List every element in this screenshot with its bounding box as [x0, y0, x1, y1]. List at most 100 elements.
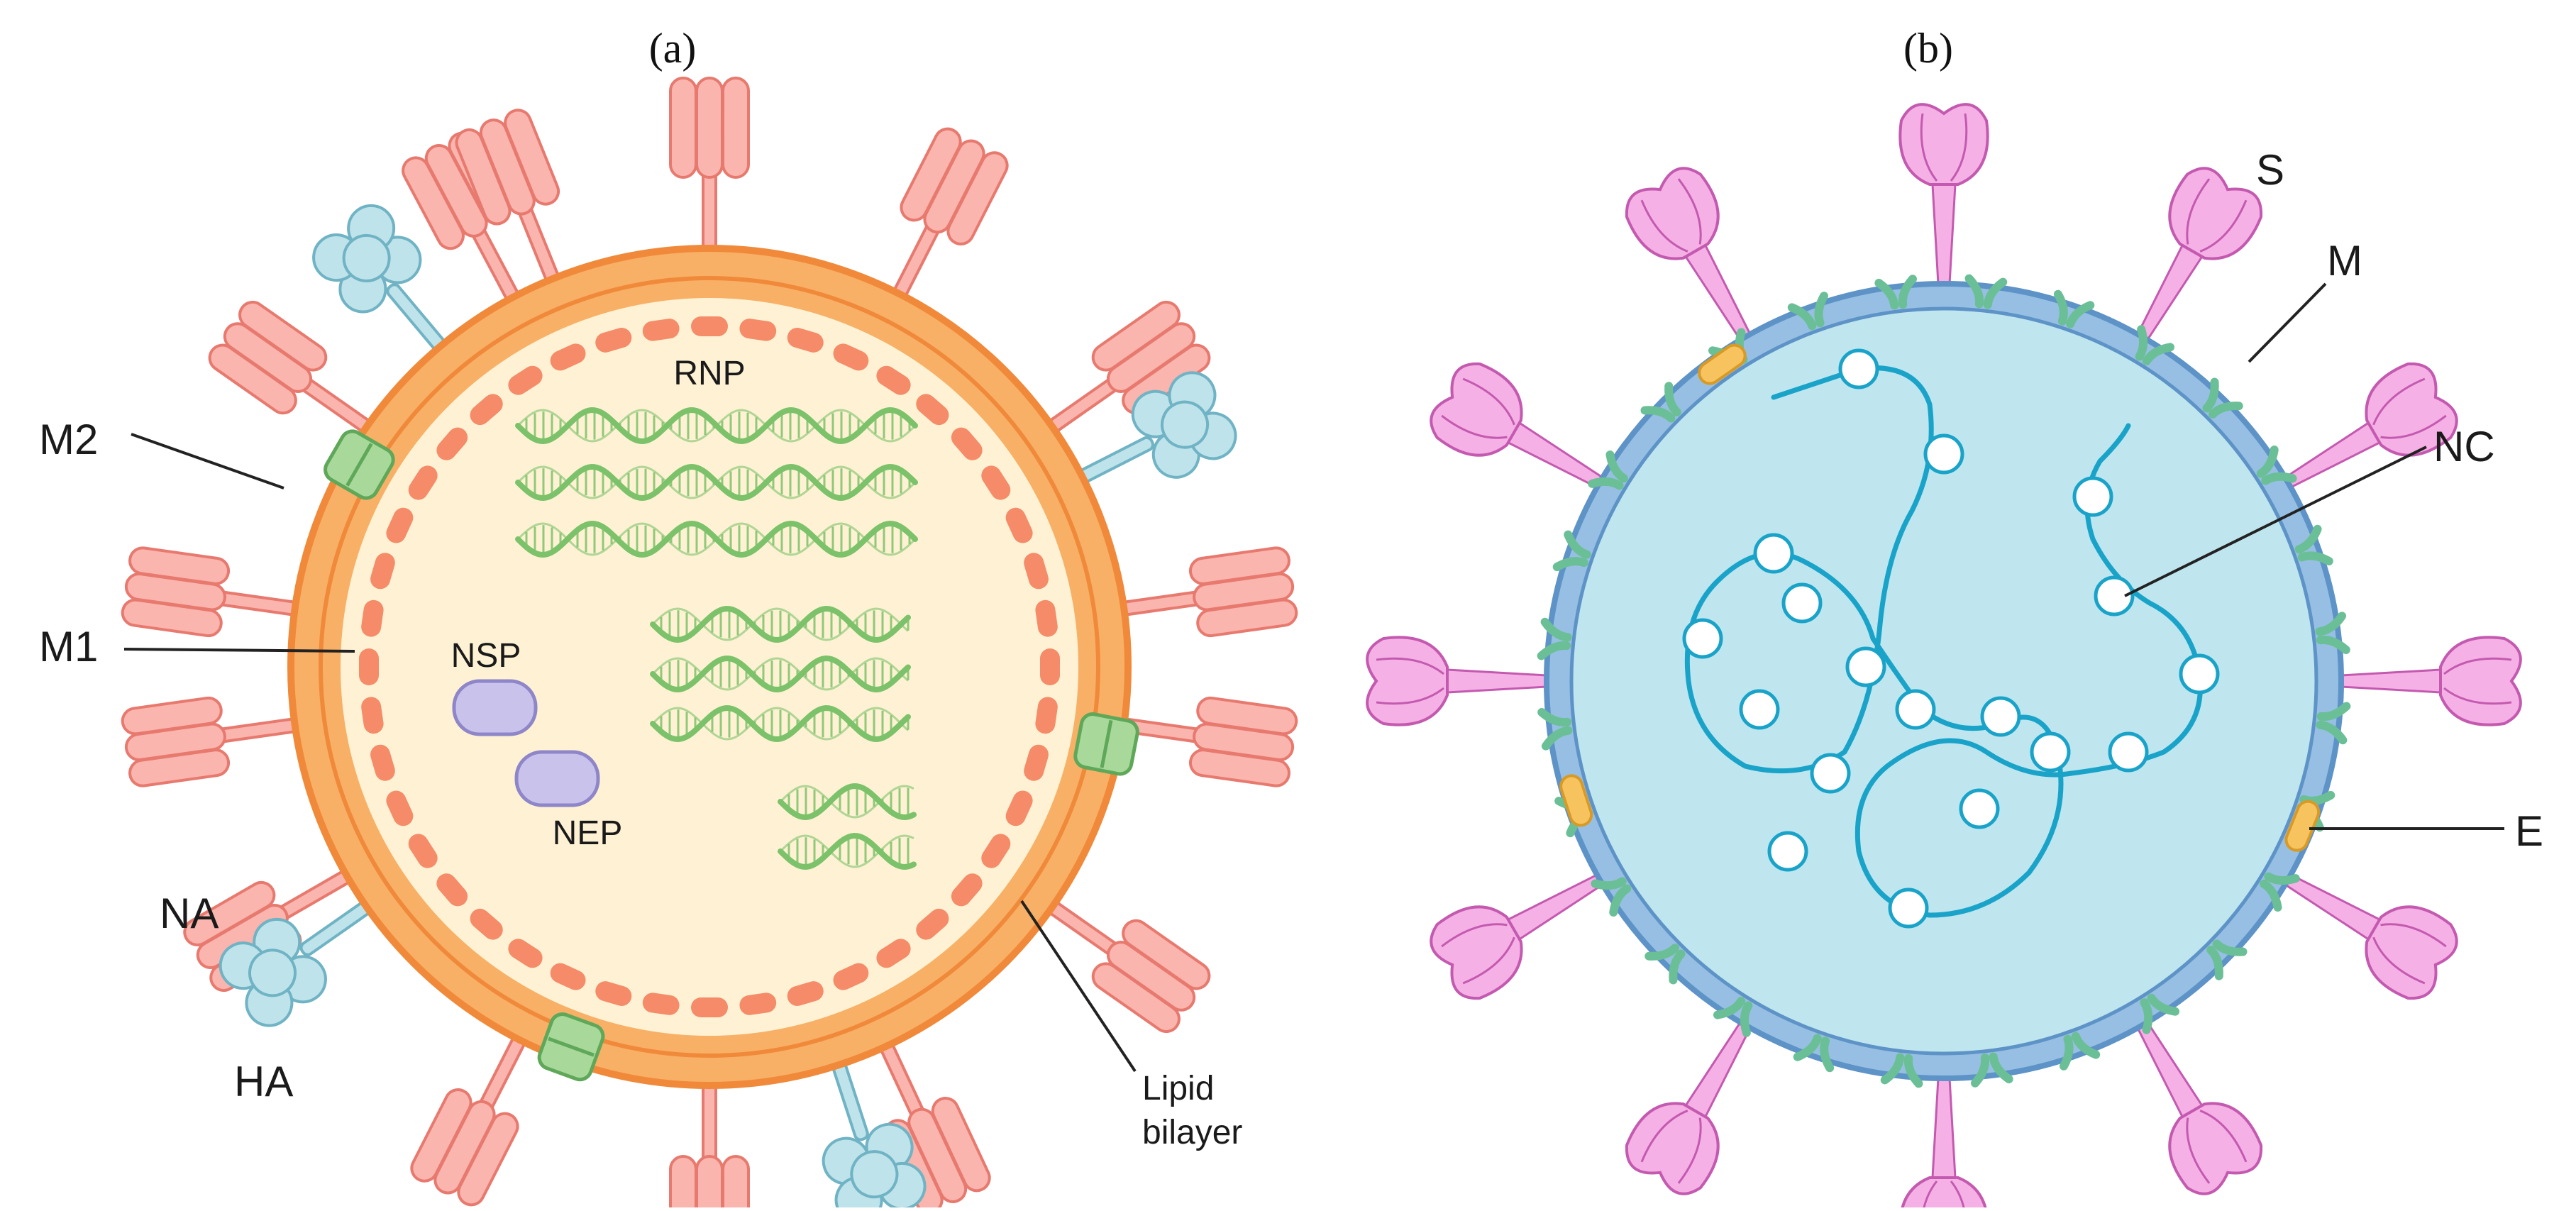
- m1-segment: [508, 365, 543, 395]
- label-lipid-line1: Lipid: [1142, 1070, 1214, 1107]
- b-e-proteins: [1559, 343, 2321, 852]
- b-interior: [1569, 306, 2318, 1056]
- leader-nc: [2124, 446, 2427, 597]
- label-nep: NEP: [553, 814, 623, 852]
- m1-segment: [550, 343, 586, 371]
- m-protein-icon: [2135, 325, 2175, 365]
- m1-segment: [436, 873, 468, 907]
- label-m1: M1: [39, 623, 98, 670]
- m1-segment: [436, 427, 468, 460]
- m1-segment: [1040, 648, 1060, 685]
- ha-spike-icon: [121, 546, 311, 638]
- panel-b-coronavirus: (b) S M NC E: [1366, 25, 2543, 1211]
- m1-segment: [787, 981, 824, 1006]
- rnp-helix: [515, 464, 918, 501]
- m-protein-icon: [1588, 450, 1628, 490]
- m-protein-icon: [1787, 292, 1828, 331]
- rnp-helix: [778, 783, 917, 820]
- m1-segment: [916, 908, 949, 940]
- m-protein-icon: [1591, 877, 1632, 917]
- m1-segment: [361, 599, 384, 637]
- m1-segment: [359, 648, 379, 685]
- m1-segment: [1035, 697, 1058, 734]
- m1-segment: [1035, 599, 1058, 637]
- ha-spike-icon: [410, 1024, 531, 1207]
- m1-segment: [508, 939, 543, 968]
- m1-segment: [833, 343, 869, 371]
- ha-spike-icon: [121, 696, 311, 787]
- s-spike-icon: [1366, 636, 1548, 726]
- nc-bead: [2108, 731, 2149, 773]
- m2-channel-icon: [537, 1012, 605, 1082]
- s-spike-icon: [1430, 363, 1605, 489]
- m1-segment: [876, 365, 911, 395]
- label-m: M: [2327, 237, 2362, 284]
- m1-segment: [642, 319, 680, 341]
- label-nsp: NSP: [451, 637, 521, 675]
- label-lipid-line2: bilayer: [1142, 1114, 1242, 1151]
- m1-segment: [876, 939, 911, 968]
- m-protein-icon: [1640, 382, 1681, 423]
- ha-spike-icon: [208, 300, 382, 440]
- rnp-helix: [650, 705, 911, 742]
- label-ha: HA: [234, 1058, 293, 1105]
- m1-segment: [595, 981, 632, 1006]
- nc-bead: [1980, 696, 2021, 737]
- label-e: E: [2515, 807, 2543, 855]
- s-spike-icon: [2283, 363, 2458, 489]
- nc-bead: [1810, 753, 1851, 794]
- nc-bead: [1923, 433, 1964, 475]
- m-protein-icon: [1537, 617, 1572, 660]
- rnp-helix: [515, 521, 918, 558]
- nep-protein: [514, 750, 600, 807]
- m1-segment: [833, 963, 869, 990]
- a-envelope-inner-line: [319, 276, 1100, 1058]
- label-na: NA: [160, 890, 219, 937]
- m1-segment: [386, 790, 414, 826]
- s-spike-icon: [2136, 1020, 2262, 1195]
- s-spike-icon: [1625, 167, 1752, 342]
- a-m1-matrix-layer: [359, 316, 1060, 1017]
- m-protein-icon: [2260, 872, 2300, 912]
- m1-segment: [470, 908, 503, 940]
- s-spike-icon: [1900, 1077, 1988, 1211]
- leader-m2: [131, 433, 284, 490]
- label-m2: M2: [39, 416, 98, 463]
- a-m2-channels: [324, 429, 1139, 1082]
- ha-spike-icon: [888, 127, 1009, 309]
- m1-segment: [370, 553, 395, 590]
- m2-channel-icon: [1073, 712, 1139, 776]
- m1-segment: [981, 465, 1011, 500]
- ha-spike-icon: [1037, 894, 1211, 1034]
- m-protein-icon: [2060, 1032, 2101, 1071]
- m1-segment: [1024, 553, 1049, 590]
- nc-bead: [2030, 731, 2071, 773]
- m-protein-icon: [1644, 944, 1686, 985]
- m1-segment: [951, 873, 983, 907]
- m1-segment: [550, 963, 586, 990]
- ha-spike-icon: [1108, 696, 1298, 787]
- leader-m1: [123, 648, 355, 653]
- a-rnp-segments: [515, 407, 918, 870]
- m1-segment: [595, 328, 632, 353]
- a-surface-proteins: [121, 77, 1298, 1211]
- m-protein-icon: [2140, 993, 2180, 1034]
- m-protein-icon: [2316, 702, 2351, 745]
- m1-segment: [691, 316, 728, 336]
- nc-bead: [1845, 646, 1886, 687]
- panel-a-influenza: (a) RNP NSP NEP M2 M1 NA HA Lipid bilaye…: [39, 25, 1298, 1211]
- ha-spike-icon: [1108, 546, 1298, 638]
- m1-segment: [361, 697, 384, 734]
- m-protein-icon: [1964, 274, 2008, 309]
- m-protein-icon: [2202, 377, 2243, 419]
- label-nc: NC: [2433, 423, 2495, 470]
- e-protein-icon: [1698, 343, 1747, 385]
- m1-segment: [642, 992, 680, 1015]
- ha-spike-icon: [455, 109, 564, 294]
- nc-bead: [1753, 533, 1794, 574]
- m-protein-icon: [1970, 1052, 2013, 1088]
- s-spike-icon: [2340, 636, 2522, 726]
- rnp-helix: [515, 407, 918, 444]
- leader-m: [2248, 282, 2327, 363]
